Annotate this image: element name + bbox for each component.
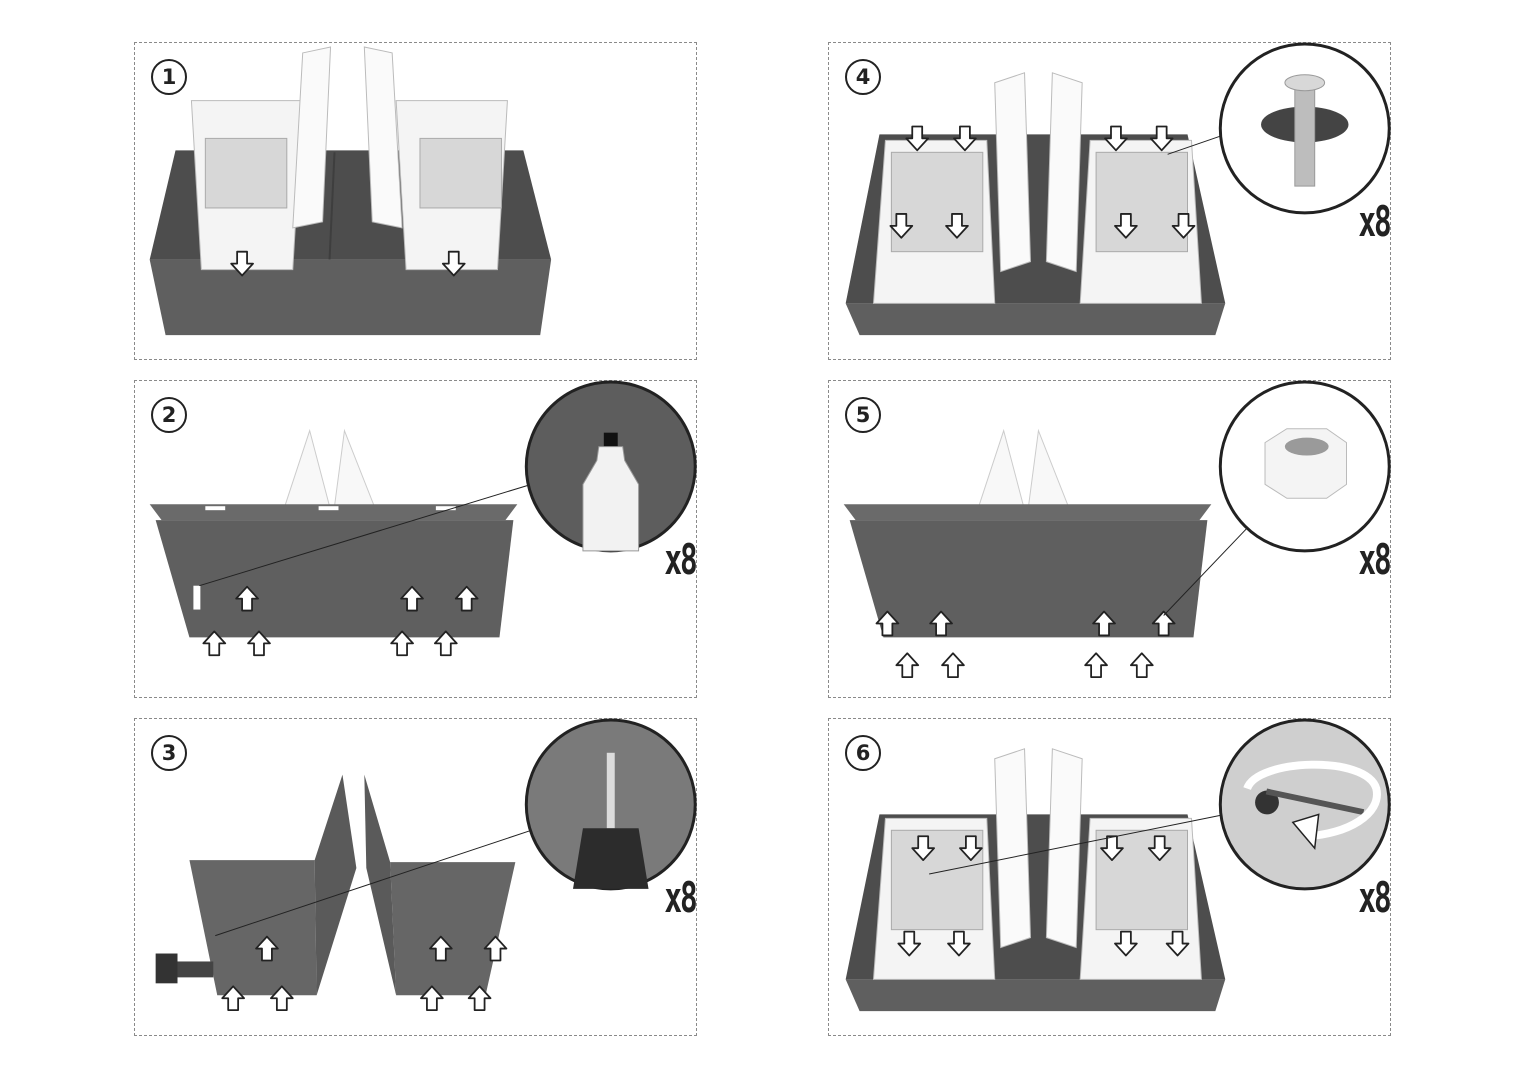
step-panel-3: 3 x8: [134, 718, 698, 1036]
step-3-illustration: [155, 718, 697, 1012]
arrow-up-icon: [895, 652, 920, 679]
step-panel-6: 6 x8: [828, 718, 1392, 1036]
step-6-illustration: [845, 718, 1391, 1012]
step-panel-4: 4 x8: [828, 42, 1392, 360]
quantity-label: x8: [664, 535, 698, 584]
step-number: 1: [151, 59, 187, 95]
quantity-label: x8: [1358, 873, 1392, 922]
hex-nut-icon: [1218, 380, 1391, 553]
step-panel-1: 1: [134, 42, 697, 360]
arrow-up-icon: [1129, 652, 1154, 679]
arrow-up-icon: [1084, 652, 1108, 679]
step-panel-5: 5 x8: [828, 380, 1392, 698]
quantity-label: x8: [1358, 197, 1392, 246]
step-number: 2: [151, 397, 187, 433]
arrow-up-icon: [941, 652, 965, 679]
step-2-illustration: [149, 380, 697, 657]
step-1-illustration: [149, 46, 552, 336]
step-number: 6: [845, 735, 881, 771]
step-number: 3: [151, 735, 187, 771]
quantity-label: x8: [1358, 535, 1392, 584]
step-panel-2: 2 x8: [134, 380, 698, 698]
quantity-label: x8: [664, 873, 698, 922]
rotate-arrow-icon: [1218, 718, 1391, 891]
step-number: 4: [845, 59, 881, 95]
bolt-washer-icon: [1218, 42, 1391, 215]
step-4-illustration: [845, 42, 1391, 336]
marker-pen-icon: [524, 380, 697, 553]
step-number: 5: [845, 397, 881, 433]
drill-icon: [155, 718, 697, 984]
step-5-illustration: [843, 380, 1391, 679]
